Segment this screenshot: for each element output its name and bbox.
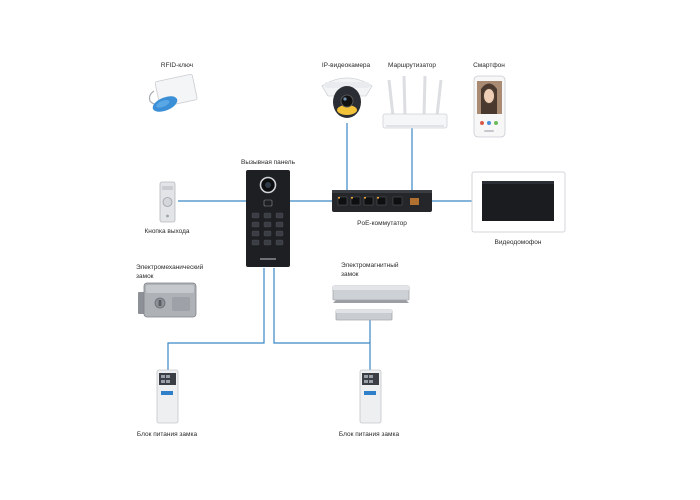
psu-left-icon	[156, 369, 179, 424]
electromech-lock-label-line1: Электромеханический	[136, 264, 204, 271]
electromag-lock-label-line1: Электромагнитный	[341, 262, 399, 269]
ip-camera-icon	[321, 77, 373, 118]
smartphone-label: Смартфон	[473, 62, 505, 69]
electromech-lock-label-line2: замок	[136, 273, 154, 280]
smartphone-icon	[473, 75, 506, 138]
exit-button-label: Кнопка выхода	[144, 228, 190, 235]
router-label: Маршрутизатор	[388, 62, 436, 69]
videophone-label: Видеодомофон	[494, 239, 542, 246]
line-panel-electromag-lock	[273, 268, 371, 370]
call-panel-label: Вызывная панель	[241, 159, 295, 166]
rfid-label: RFID-ключ	[160, 62, 194, 69]
psu-right-icon	[359, 369, 382, 424]
rfid-key-icon	[148, 73, 198, 112]
electromag-lock-icon	[332, 285, 410, 321]
videophone-icon	[471, 171, 566, 233]
electromag-lock-label-line2: замок	[341, 271, 359, 278]
connection-lines	[167, 123, 472, 370]
call-panel-icon	[246, 170, 290, 267]
poe-switch-icon	[332, 190, 432, 212]
psu-right-label: Блок питания замка	[338, 431, 400, 438]
line-panel-electromech-lock	[167, 268, 265, 370]
ip-camera-label: IP-видеокамера	[321, 62, 371, 69]
poe-switch-label: PoE-коммутатор	[357, 220, 407, 227]
exit-button-icon	[159, 181, 176, 223]
electromech-lock-icon	[138, 282, 197, 318]
psu-left-label: Блок питания замка	[136, 431, 198, 438]
router-icon	[382, 75, 448, 129]
